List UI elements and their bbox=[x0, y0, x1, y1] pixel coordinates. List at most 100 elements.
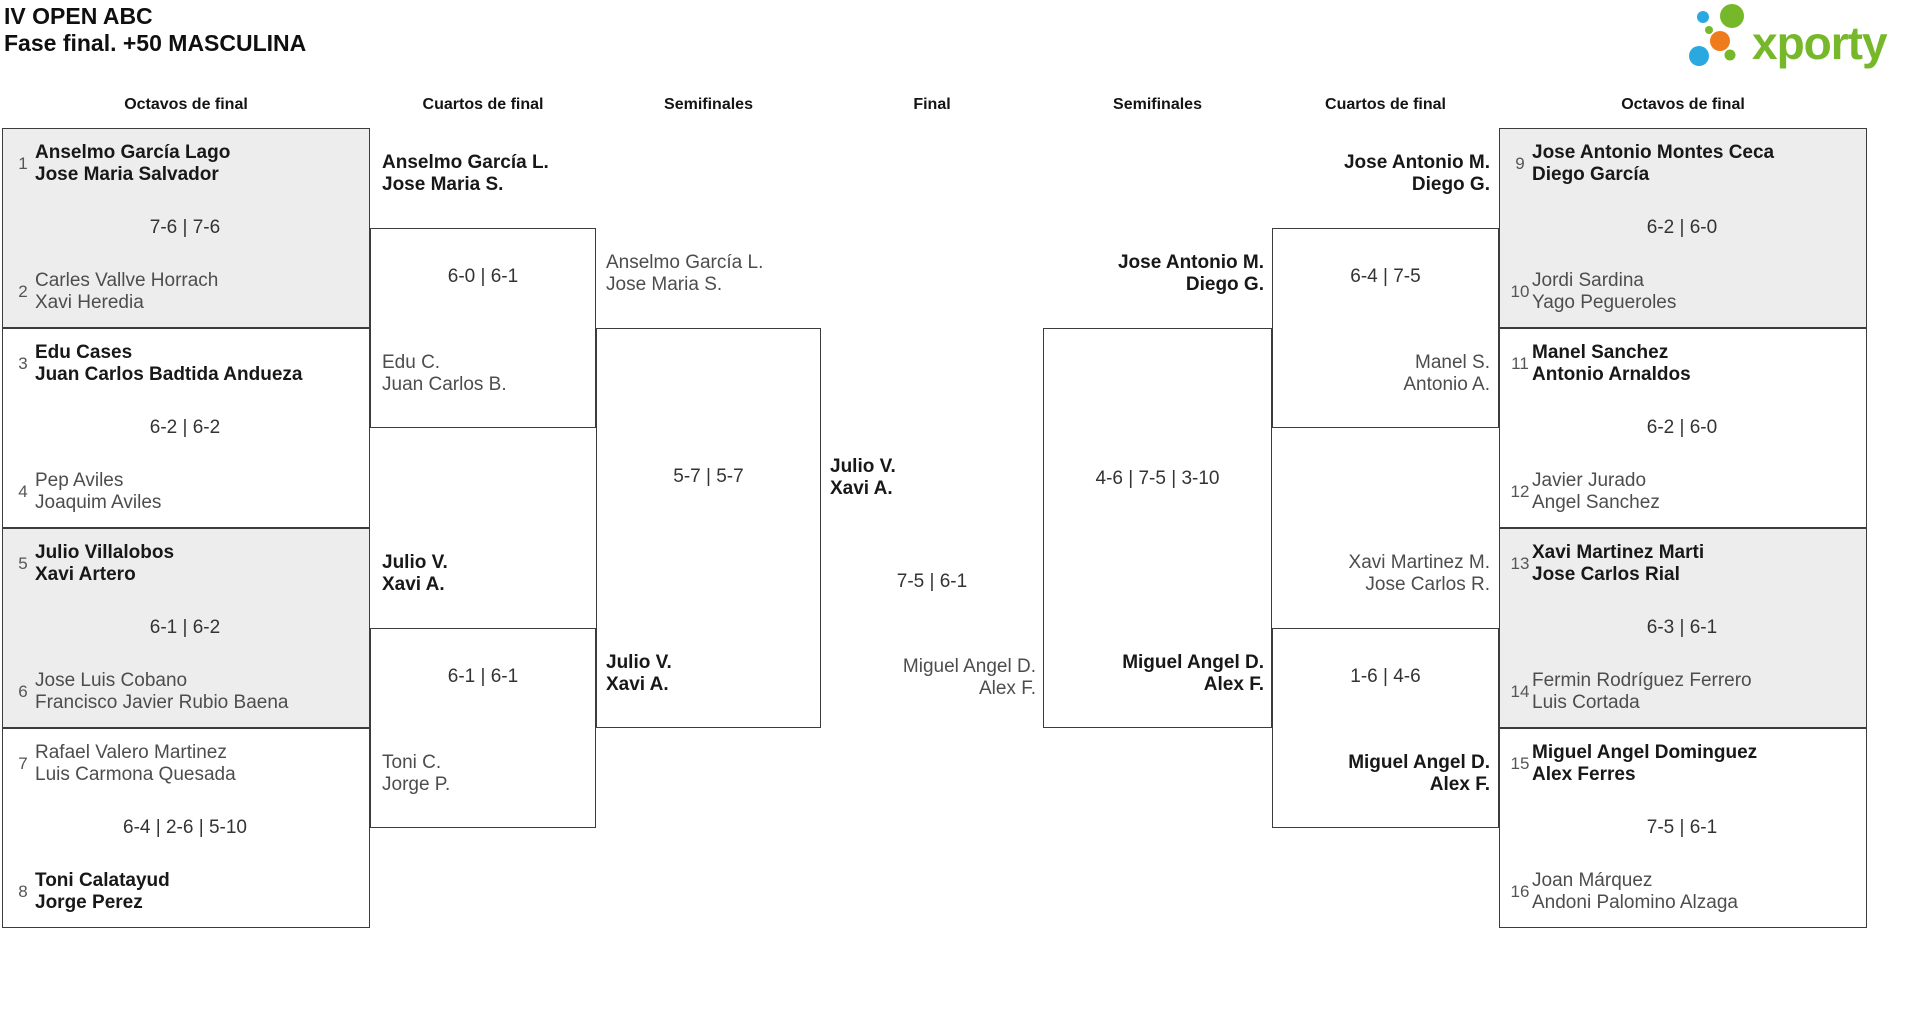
player-name: Miguel Angel Dominguez bbox=[1532, 742, 1758, 763]
match-score: 4-6 | 7-5 | 3-10 bbox=[1095, 468, 1220, 489]
player-name: Xavi Artero bbox=[35, 564, 136, 585]
player-name: Luis Carmona Quesada bbox=[35, 764, 236, 785]
player-name: Luis Cortada bbox=[1532, 692, 1640, 713]
round-header-cuartos-left: Cuartos de final bbox=[422, 96, 544, 113]
player-name: Francisco Javier Rubio Baena bbox=[35, 692, 289, 713]
logo-dot-green-tiny bbox=[1705, 26, 1713, 34]
player-name: Jordi Sardina bbox=[1532, 270, 1644, 291]
player-name: Diego García bbox=[1532, 164, 1650, 185]
tournament-name: IV OPEN ABC bbox=[4, 3, 153, 29]
match-score: 6-3 | 6-1 bbox=[1646, 617, 1718, 638]
seed-number: 10 bbox=[1510, 282, 1530, 301]
advancing-team-label: Jose Antonio M.Diego G. bbox=[1272, 152, 1490, 196]
seed-number: 11 bbox=[1511, 354, 1529, 373]
round-header-final: Final bbox=[913, 96, 951, 113]
match-score: 6-0 | 6-1 bbox=[447, 266, 519, 287]
logo-dot-green-small bbox=[1724, 49, 1736, 61]
player-name: Antonio Arnaldos bbox=[1532, 364, 1691, 385]
page-title: IV OPEN ABC Fase final. +50 MASCULINA bbox=[4, 3, 306, 57]
advancing-team-label: Xavi Martinez M.Jose Carlos R. bbox=[1272, 552, 1490, 596]
logo-text: xporty bbox=[1752, 17, 1888, 69]
logo-dot-blue-large bbox=[1689, 46, 1709, 66]
phase-category: Fase final. +50 MASCULINA bbox=[4, 30, 307, 56]
player-name: Anselmo García Lago bbox=[35, 142, 231, 163]
player-name: Joaquim Aviles bbox=[35, 492, 162, 513]
player-name: Jose Antonio Montes Ceca bbox=[1532, 142, 1775, 163]
player-name: Rafael Valero Martinez bbox=[35, 742, 227, 763]
xporty-logo-graphic: xporty bbox=[1689, 4, 1889, 69]
player-name: Anselmo García L. bbox=[606, 252, 764, 273]
player-name: Jose Carlos R. bbox=[1365, 574, 1490, 595]
player-name: Pep Aviles bbox=[35, 470, 124, 491]
player-name: Edu C. bbox=[382, 352, 441, 373]
seed-number: 8 bbox=[18, 882, 28, 901]
player-name: Jose Antonio M. bbox=[1343, 152, 1490, 173]
match-box-qf-r2 bbox=[1272, 628, 1499, 828]
player-name: Toni C. bbox=[382, 752, 442, 773]
seed-number: 13 bbox=[1510, 554, 1530, 573]
player-name: Julio V. bbox=[606, 652, 672, 673]
round-header-semis-right: Semifinales bbox=[1113, 96, 1202, 113]
player-name: Xavi Martinez Marti bbox=[1532, 542, 1705, 563]
player-name: Diego G. bbox=[1411, 174, 1490, 195]
match-score: 6-2 | 6-2 bbox=[149, 417, 221, 438]
advancing-team-label: Toni C.Jorge P. bbox=[382, 752, 592, 796]
match-box-sf-right bbox=[1043, 328, 1272, 728]
match-score: 6-1 | 6-1 bbox=[447, 666, 519, 687]
match-score: 6-4 | 7-5 bbox=[1350, 266, 1421, 287]
seed-number: 15 bbox=[1510, 754, 1530, 773]
player-name: Edu Cases bbox=[35, 342, 133, 363]
player-name: Juan Carlos Badtida Andueza bbox=[35, 364, 303, 385]
match-score: 7-6 | 7-6 bbox=[149, 217, 221, 238]
advancing-team-label: Manel S.Antonio A. bbox=[1272, 352, 1490, 396]
player-name: Jose Luis Cobano bbox=[35, 670, 188, 691]
advancing-team-label: Julio V.Xavi A. bbox=[382, 552, 592, 596]
match-box-qf-r1 bbox=[1272, 228, 1499, 428]
player-name: Joan Márquez bbox=[1532, 870, 1653, 891]
logo-dot-green-large bbox=[1720, 4, 1744, 28]
final-score: 7-5 | 6-1 bbox=[896, 571, 968, 592]
match-score: 6-1 | 6-2 bbox=[149, 617, 221, 638]
player-name: Alex F. bbox=[978, 678, 1036, 699]
advancing-team-label: Miguel Angel D.Alex F. bbox=[1272, 752, 1490, 796]
player-name: Xavi Martinez M. bbox=[1348, 552, 1490, 573]
seed-number: 3 bbox=[18, 354, 28, 373]
advancing-team-label: Miguel Angel D.Alex F. bbox=[1043, 652, 1264, 696]
round-header-cuartos-right: Cuartos de final bbox=[1325, 96, 1446, 113]
player-name: Manel Sanchez bbox=[1532, 342, 1669, 363]
finalist-team-label: Miguel Angel D.Alex F. bbox=[821, 656, 1036, 700]
advancing-team-label: Edu C.Juan Carlos B. bbox=[382, 352, 592, 396]
player-name: Miguel Angel D. bbox=[1122, 652, 1264, 673]
seed-number: 1 bbox=[18, 154, 28, 173]
player-name: Yago Pegueroles bbox=[1532, 292, 1677, 313]
xporty-logo[interactable]: xporty bbox=[1660, 2, 1912, 74]
seed-number: 16 bbox=[1510, 882, 1530, 901]
player-name: Miguel Angel D. bbox=[1348, 752, 1490, 773]
match-box-qf-l2 bbox=[370, 628, 596, 828]
match-score: 5-7 | 5-7 bbox=[673, 466, 744, 487]
round-header-octavos-right: Octavos de final bbox=[1621, 96, 1745, 113]
player-name: Jose Antonio M. bbox=[1117, 252, 1264, 273]
match-score: 6-2 | 6-0 bbox=[1646, 417, 1718, 438]
match-score: 1-6 | 4-6 bbox=[1350, 666, 1421, 687]
seed-number: 2 bbox=[18, 282, 28, 301]
player-name: Xavi A. bbox=[606, 674, 669, 695]
